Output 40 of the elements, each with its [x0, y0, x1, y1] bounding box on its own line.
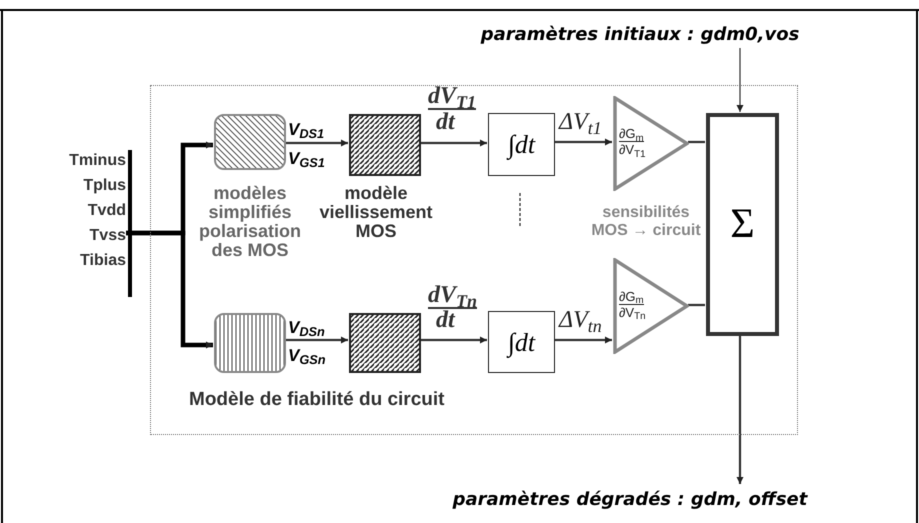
- arrow: [554, 336, 612, 344]
- arrow: [420, 336, 487, 344]
- signal-label: dt: [436, 308, 456, 332]
- edge-label: V$_{DSn}$: [288, 317, 325, 340]
- edge-label: V$_{DS1}$: [288, 119, 324, 142]
- input-signal: Tplus: [83, 176, 126, 196]
- parameter-caption: paramètres dégradés : gdm, offset: [400, 484, 860, 514]
- frame-title: Modèle de fiabilité du circuit: [189, 388, 444, 412]
- parameter-caption: paramètres initiaux : gdm0,vos: [430, 20, 850, 48]
- edge-label: dV$_{Tn}$: [428, 283, 478, 309]
- arrow: [126, 230, 213, 348]
- gain-amplifier: [613, 258, 689, 354]
- signal-label: V$_{GS1}$: [288, 148, 326, 172]
- model-frame: [150, 85, 798, 435]
- signal-label: V$_{GSn}$: [288, 345, 327, 368]
- input-signal: Tminus: [69, 151, 126, 171]
- edge-label: ΔV$_{t1}$: [559, 108, 602, 140]
- arrow: [285, 336, 348, 344]
- arrow: [285, 140, 348, 146]
- arrow: [554, 138, 612, 146]
- gain-amplifier: [613, 96, 689, 191]
- sensitivity-term: ∂V$_{Tn}$: [619, 304, 646, 320]
- arrow: [420, 140, 487, 146]
- integrator-block: ∫dt: [488, 113, 555, 176]
- sensitivity-term: ∂G$_{m}$: [619, 126, 644, 142]
- sensitivity-term: ∂G$_{m}$: [619, 288, 644, 305]
- edge-label: ΔV$_{tn}$: [559, 306, 602, 338]
- signal-label: dt: [436, 110, 456, 134]
- block-caption: modèle viellissement MOS: [318, 184, 434, 241]
- input-signal: Tvdd: [88, 201, 126, 221]
- summing-block: Σ: [706, 113, 779, 336]
- arrow: [736, 48, 744, 112]
- input-signal: Tibias: [80, 251, 126, 271]
- arrow: [736, 335, 744, 484]
- integrator-block: ∫dt: [488, 311, 555, 373]
- edge-label: dV$_{T1}$: [428, 84, 476, 110]
- sensitivity-term: ∂V$_{T1}$: [619, 142, 646, 158]
- block-caption: modèles simplifiés polarisation des MOS: [198, 184, 302, 260]
- input-signal: Tvss: [90, 226, 126, 246]
- block-caption: sensibilités MOS → circuit: [590, 204, 702, 240]
